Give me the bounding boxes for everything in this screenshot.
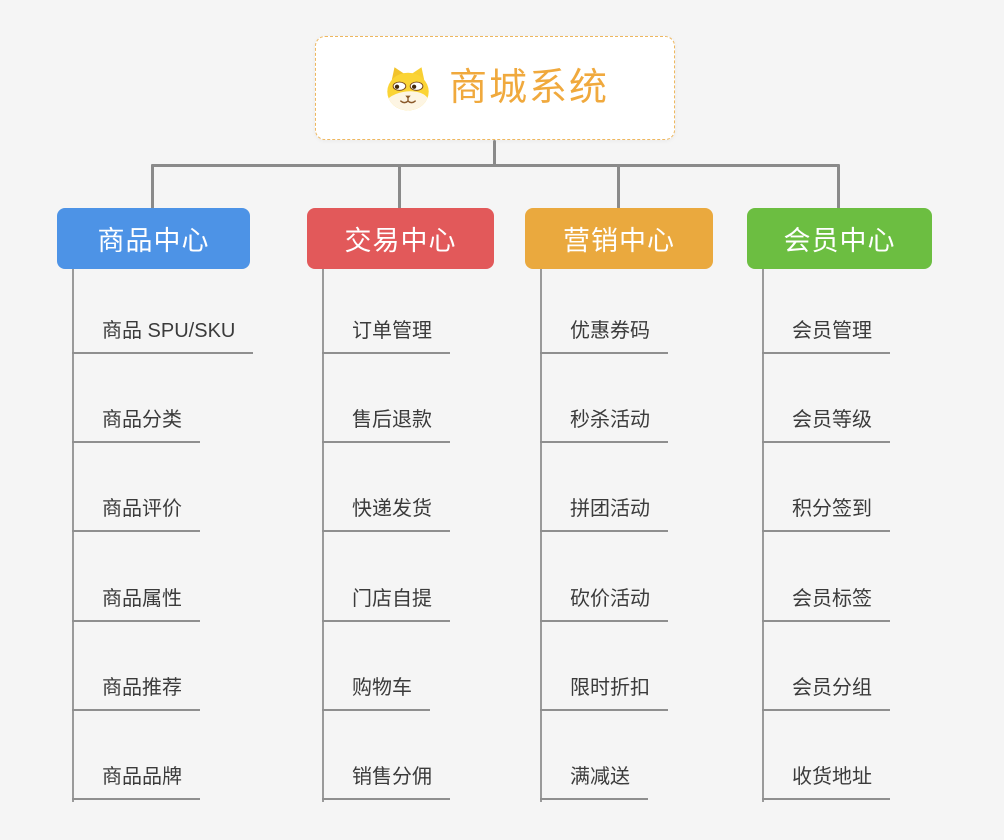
leaf-node[interactable]: 收货地址 <box>762 762 890 800</box>
leaf-node[interactable]: 门店自提 <box>322 584 450 622</box>
leaf-node[interactable]: 积分签到 <box>762 494 890 532</box>
root-node[interactable]: 商城系统 <box>315 36 675 140</box>
branch-spine <box>762 269 764 802</box>
connector-drop <box>617 164 620 209</box>
leaf-node[interactable]: 购物车 <box>322 673 430 711</box>
leaf-node[interactable]: 拼团活动 <box>540 494 668 532</box>
branch-node-trade-center[interactable]: 交易中心 <box>307 208 494 269</box>
leaf-node[interactable]: 砍价活动 <box>540 584 668 622</box>
leaf-node[interactable]: 满减送 <box>540 762 648 800</box>
connector-drop <box>398 164 401 209</box>
leaf-node[interactable]: 秒杀活动 <box>540 405 668 443</box>
leaf-node[interactable]: 会员等级 <box>762 405 890 443</box>
leaf-node[interactable]: 商品推荐 <box>72 673 200 711</box>
connector-drop <box>151 164 154 209</box>
leaf-node[interactable]: 商品评价 <box>72 494 200 532</box>
leaf-node[interactable]: 会员标签 <box>762 584 890 622</box>
leaf-node[interactable]: 限时折扣 <box>540 673 668 711</box>
leaf-node[interactable]: 商品品牌 <box>72 762 200 800</box>
leaf-node[interactable]: 订单管理 <box>322 316 450 354</box>
branch-node-marketing-center[interactable]: 营销中心 <box>525 208 713 269</box>
branch-spine <box>322 269 324 802</box>
leaf-node[interactable]: 快递发货 <box>322 494 450 532</box>
branch-spine <box>72 269 74 802</box>
leaf-node[interactable]: 会员分组 <box>762 673 890 711</box>
branch-spine <box>540 269 542 802</box>
doge-icon <box>381 63 435 113</box>
root-title: 商城系统 <box>448 67 609 109</box>
connector-drop <box>837 164 840 209</box>
branch-node-member-center[interactable]: 会员中心 <box>747 208 932 269</box>
leaf-node[interactable]: 商品分类 <box>72 405 200 443</box>
connector-rail <box>151 164 840 167</box>
connector-root-stub <box>493 140 496 166</box>
branch-node-product-center[interactable]: 商品中心 <box>57 208 250 269</box>
leaf-node[interactable]: 售后退款 <box>322 405 450 443</box>
leaf-node[interactable]: 会员管理 <box>762 316 890 354</box>
leaf-node[interactable]: 优惠券码 <box>540 316 668 354</box>
leaf-node[interactable]: 销售分佣 <box>322 762 450 800</box>
leaf-node[interactable]: 商品属性 <box>72 584 200 622</box>
leaf-node[interactable]: 商品 SPU/SKU <box>72 316 254 354</box>
